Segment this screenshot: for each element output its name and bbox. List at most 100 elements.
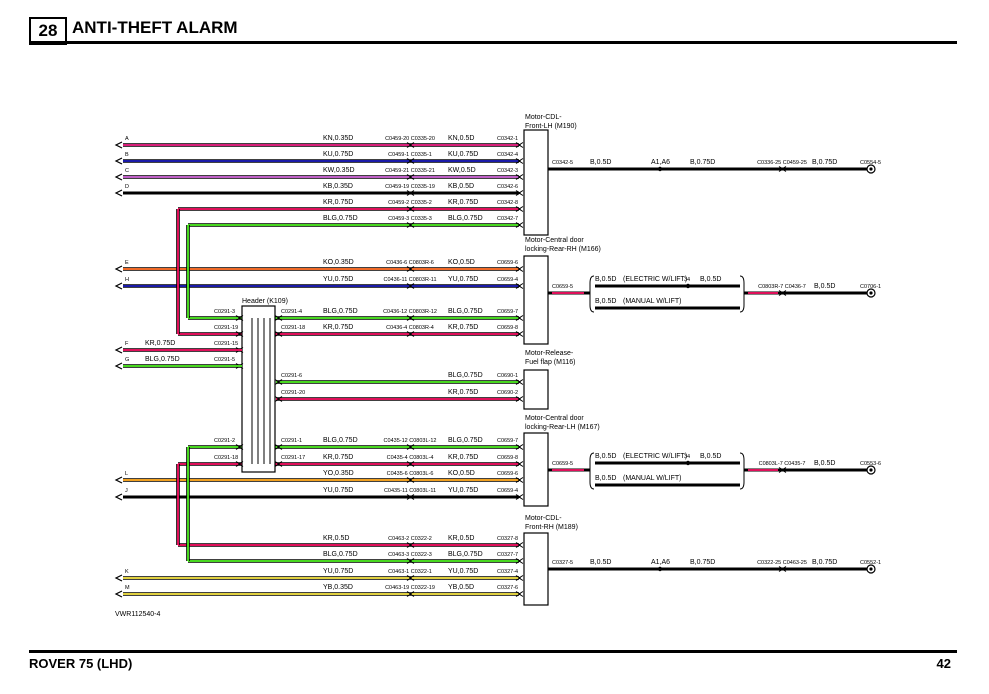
ground-wire-label: B,0.75D [690,159,715,166]
wire-label-left: KR,0.75D [323,324,353,331]
wire-label-left: YU,0.75D [323,276,353,283]
harness-arrow-G [114,362,123,370]
component-pin-label: C0327-4 [497,569,518,575]
wire-label-right: KB,0.5D [448,183,474,190]
header-pin-left: C0291-2 [214,438,235,444]
wire-label-left: YB,0.35D [323,584,353,591]
component-pin-5 [515,222,521,228]
wire-label-right: KR,0.75D [448,199,478,206]
component-pin-11 [515,396,521,402]
header-pin-right-3 [274,396,280,402]
inline-connector-label: C0459-3 C0335-3 [388,216,432,222]
component-m189 [523,532,549,606]
inline-connector-18-mate [409,575,415,581]
ground-splice [685,283,691,289]
component-pin-0 [515,142,521,148]
inline-connector-4 [406,206,412,212]
inline-connector-14 [406,477,412,483]
header-pin-left-4 [235,444,241,450]
ground-connector-label: C0322-25 C0463-25 [757,560,807,566]
inline-connector-0 [406,142,412,148]
component-pin-label: C0342-6 [497,184,518,190]
wire-label-right: KO,0.5D [448,470,475,477]
ground-option-label: (MANUAL W/LIFT) [623,298,681,305]
inline-connector-label: C0463-2 C0322-2 [388,536,432,542]
ground-splice-label: A1,A6 [651,559,670,566]
header-pin-right-1-mate [277,331,283,337]
component-pin-19 [515,591,521,597]
header-rule [29,41,957,44]
component-pin-label: C0659-8 [497,325,518,331]
wire-label-right: YU,0.75D [448,276,478,283]
ground-symbol-center [869,468,873,472]
component-label-m190: Motor-CDL- [525,114,562,121]
inline-connector-label: C0436-12 C0803R-12 [383,309,437,315]
inline-connector-0-mate [409,142,415,148]
header-pin-right: C0291-4 [281,309,302,315]
inline-connector-7 [406,283,412,289]
ground-pin-label: C0659-5 [552,284,573,290]
ground-connector-label: C0803L-7 C0435-7 [759,461,806,467]
component-pin-3-mate [518,190,524,196]
inline-connector-16 [406,542,412,548]
inline-connector-9-mate [409,331,415,337]
inline-connector-15-mate [409,494,415,500]
header-pin-left-4-mate [238,444,244,450]
ground-symbol-center [869,167,873,171]
page-header: 28 ANTI-THEFT ALARM [0,0,989,60]
header-pin-left-0-mate [238,315,244,321]
inline-connector-label: C0435-12 C0803L-12 [384,438,437,444]
wire-label-right: YB,0.5D [448,584,474,591]
component-pin-label: C0342-1 [497,136,518,142]
inline-connector-15 [406,494,412,500]
wire-label-left: KW,0.35D [323,167,355,174]
ground-wire-label: B,0.5D [595,453,616,460]
component-label-m166: Motor-Central door [525,237,584,244]
inline-connector-5 [406,222,412,228]
component-pin-6 [515,266,521,272]
component-pin-label: C0690-1 [497,373,518,379]
inline-connector-label: C0436-6 C0803R-6 [386,260,434,266]
harness-arrow-2 [114,173,123,181]
component-pin-0-mate [518,142,524,148]
harness-arrow-7 [114,282,123,290]
header-pin-right: C0291-17 [281,455,305,461]
component-m190 [523,129,549,236]
inline-connector-label: C0435-11 C0803L-11 [384,488,436,494]
component-pin-label: C0342-4 [497,152,518,158]
component-pin-16 [515,542,521,548]
component-pin-3 [515,190,521,196]
component-pin-14 [515,477,521,483]
wire-label-right: BLG,0.75D [448,551,483,558]
ground-pin-label: C0327-5 [552,560,573,566]
ground-connector [778,290,784,296]
ground-wire-label: B,0.5D [814,283,835,290]
component-m167 [523,432,549,507]
wire-label-right: BLG,0.75D [448,372,483,379]
component-pin-2 [515,174,521,180]
inline-connector-2-mate [409,174,415,180]
wire-letter-M: M [125,585,130,591]
ground-connector-mate [781,467,787,473]
header-pin-right-5 [274,461,280,467]
component-pin-label: C0659-4 [497,488,518,494]
ground-connector [778,166,784,172]
inline-connector-1-mate [409,158,415,164]
component-pin-label: C0342-3 [497,168,518,174]
component-pin-19-mate [518,591,524,597]
inline-connector-14-mate [409,477,415,483]
component-pin-1 [515,158,521,164]
wire-label-right: KR,0.75D [448,454,478,461]
component-pin-label: C0659-6 [497,471,518,477]
ground-splice-label: 34 [684,277,690,283]
header-pin-right-4-mate [277,444,283,450]
component-pin-label: C0342-7 [497,216,518,222]
ground-connector-mate [781,290,787,296]
inline-connector-18 [406,575,412,581]
component-m116 [523,369,549,410]
harness-arrow-1 [114,157,123,165]
ground-wire-label: B,0.5D [590,559,611,566]
inline-connector-8-mate [409,315,415,321]
footer-rule [29,650,957,653]
